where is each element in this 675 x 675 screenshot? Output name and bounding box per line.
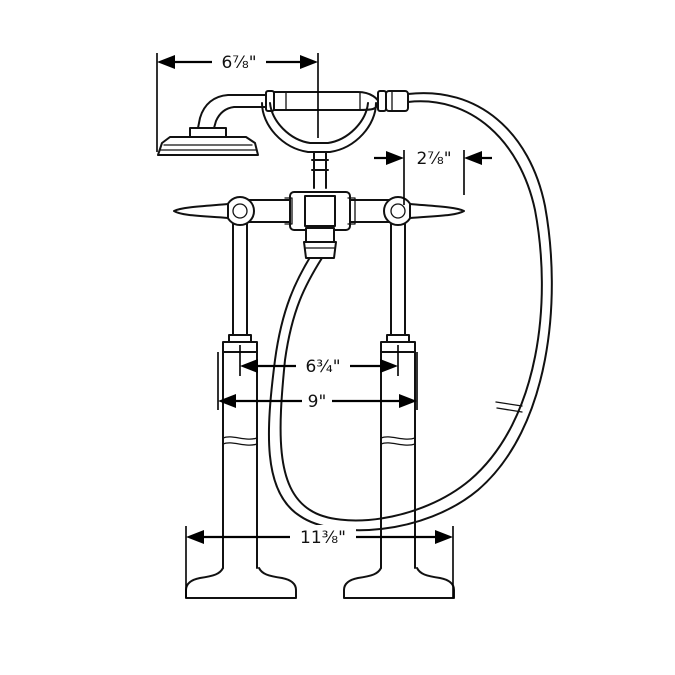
handshower-width-label: 6⅞" [221, 53, 256, 73]
shower-hose [267, 92, 553, 532]
inner-leg-spacing-label: 6¾" [305, 357, 340, 377]
spout-offset-label: 2⅞" [416, 149, 451, 169]
right-leg [343, 223, 455, 599]
handshower [157, 90, 409, 189]
dimension-spout-offset: 2⅞" [374, 149, 492, 205]
dimension-leg-spacing: 9" [217, 352, 418, 413]
dimension-inner-leg-spacing: 6¾" [239, 345, 399, 378]
valve-body [173, 191, 465, 259]
dimension-overall-width: 11⅜" [185, 525, 454, 598]
left-leg [185, 223, 297, 599]
leg-spacing-label: 9" [308, 392, 327, 412]
overall-width-label: 11⅜" [300, 528, 346, 548]
dimension-handshower-width: 6⅞" [156, 50, 319, 152]
